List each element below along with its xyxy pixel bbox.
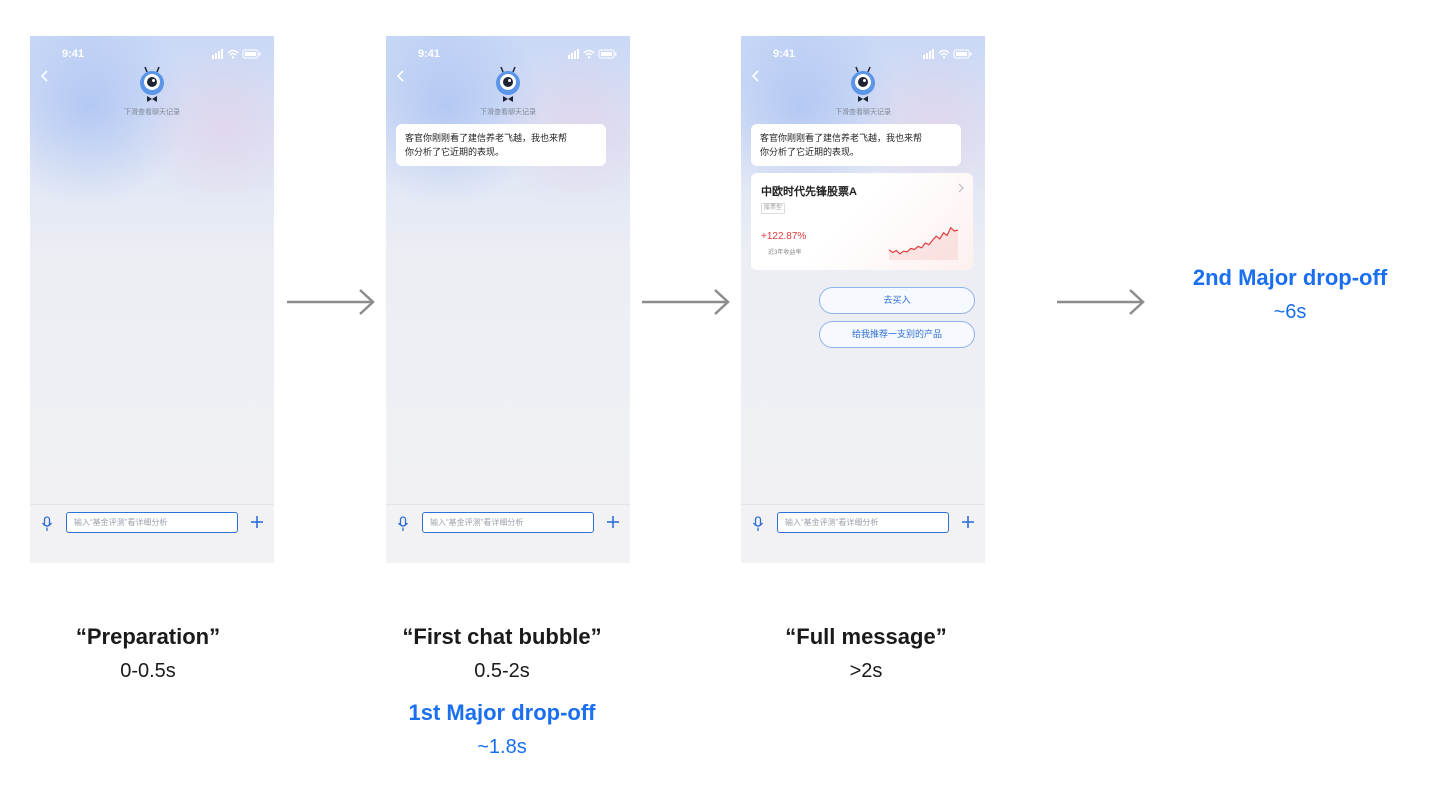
- drop-off-title: 1st Major drop-off: [408, 700, 596, 725]
- wifi-icon: [227, 49, 239, 56]
- fund-card[interactable]: 中欧时代先锋股票A 股票型 +122.87% 近3年收益率: [751, 173, 973, 270]
- message-input[interactable]: 输入“基金评测”看详细分析: [66, 512, 238, 533]
- sparkline-line: [888, 226, 959, 255]
- battery-icon: [598, 49, 617, 59]
- fund-name: 中欧时代先锋股票A: [761, 186, 857, 198]
- mascot-icon: [496, 66, 520, 102]
- fund-return: +122.87%: [761, 231, 807, 242]
- message-input[interactable]: 输入“基金评测”看详细分析: [422, 512, 594, 533]
- back-chevron-icon[interactable]: [40, 69, 50, 83]
- signal-icon: [212, 49, 223, 59]
- status-time: 9:41: [62, 48, 85, 60]
- pull-down-hint[interactable]: 下滑查看聊天记录: [835, 109, 891, 116]
- status-time: 9:41: [418, 48, 441, 60]
- back-chevron-icon[interactable]: [751, 69, 761, 83]
- input-bar: 输入“基金评测”看详细分析: [386, 504, 630, 563]
- chat-bubble-line: 客官你刚刚看了建信养老飞越，我也来帮: [760, 133, 923, 143]
- drop-off-title: 2nd Major drop-off: [1192, 265, 1388, 290]
- input-bar: 输入“基金评测”看详细分析: [30, 504, 274, 563]
- stage-title: “Preparation”: [75, 624, 221, 649]
- chat-bubble-line: 客官你刚刚看了建信养老飞越，我也来帮: [405, 133, 568, 143]
- flow-arrow-icon: [287, 289, 375, 315]
- drop-off-caption-second: 2nd Major drop-off ~6s: [1165, 265, 1415, 324]
- plus-icon[interactable]: [250, 515, 264, 529]
- mascot-icon: [140, 66, 164, 102]
- mic-icon[interactable]: [41, 516, 53, 532]
- stage-caption-preparation: “Preparation” 0-0.5s: [38, 624, 258, 683]
- plus-icon[interactable]: [961, 515, 975, 529]
- drop-off-time: ~6s: [1273, 301, 1307, 323]
- fund-trend-sparkline: [888, 226, 959, 260]
- phone-screen-first-bubble: 9:41 下滑查看聊天记录 客官你刚刚看了建信养老飞越，我也来帮 你分析了它近期…: [386, 36, 630, 563]
- wifi-icon: [583, 49, 595, 56]
- mascot-icon: [851, 66, 875, 102]
- plus-icon[interactable]: [606, 515, 620, 529]
- stage-time: 0.5-2s: [474, 660, 530, 682]
- pull-down-hint[interactable]: 下滑查看聊天记录: [480, 109, 536, 116]
- battery-icon: [953, 49, 972, 59]
- flow-arrow-icon: [642, 289, 730, 315]
- chat-bubble-line: 你分析了它近期的表现。: [405, 147, 505, 157]
- stage-caption-full-message: “Full message” >2s: [746, 624, 986, 683]
- drop-off-time: ~1.8s: [477, 736, 527, 758]
- chat-bubble: 客官你刚刚看了建信养老飞越，我也来帮 你分析了它近期的表现。: [751, 124, 961, 166]
- stage-time: 0-0.5s: [120, 660, 176, 682]
- wifi-icon: [938, 49, 950, 56]
- pull-down-hint[interactable]: 下滑查看聊天记录: [124, 109, 180, 116]
- mic-icon[interactable]: [397, 516, 409, 532]
- battery-icon: [242, 49, 261, 59]
- stage-title: “Full message”: [785, 624, 947, 649]
- fund-type-tag: 股票型: [761, 203, 786, 214]
- status-icons: [212, 49, 261, 59]
- flow-arrow-icon: [1057, 289, 1145, 315]
- chat-bubble-line: 你分析了它近期的表现。: [760, 147, 860, 157]
- chat-bubble: 客官你刚刚看了建信养老飞越，我也来帮 你分析了它近期的表现。: [396, 124, 606, 166]
- sparkline-area: [889, 227, 958, 260]
- stage-time: >2s: [849, 660, 883, 682]
- stage-caption-first-bubble: “First chat bubble” 0.5-2s 1st Major dro…: [382, 624, 622, 759]
- status-icons: [923, 49, 972, 59]
- status-icons: [568, 49, 617, 59]
- recommend-other-button[interactable]: 给我推荐一支别的产品: [819, 321, 975, 348]
- fund-return-label: 近3年收益率: [768, 250, 802, 256]
- signal-icon: [923, 49, 934, 59]
- mic-icon[interactable]: [752, 516, 764, 532]
- chevron-right-icon: [958, 183, 964, 193]
- input-bar: 输入“基金评测”看详细分析: [741, 504, 985, 563]
- message-input[interactable]: 输入“基金评测”看详细分析: [777, 512, 949, 533]
- phone-screen-full-message: 9:41 下滑查看聊天记录 客官你刚刚看了建信养老飞越，我也来帮 你分析了它近期…: [741, 36, 985, 563]
- buy-button[interactable]: 去买入: [819, 287, 975, 314]
- signal-icon: [568, 49, 579, 59]
- phone-screen-preparation: 9:41 下滑查看聊天记录 输入“基金评测”看详细分析: [30, 36, 274, 563]
- stage-title: “First chat bubble”: [402, 624, 602, 649]
- status-time: 9:41: [773, 48, 796, 60]
- back-chevron-icon[interactable]: [396, 69, 406, 83]
